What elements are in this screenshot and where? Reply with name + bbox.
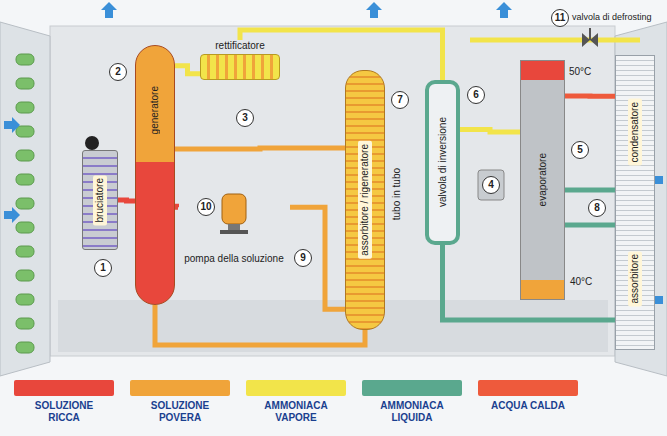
pipe-connector: [565, 94, 615, 99]
legend-swatch: [130, 380, 230, 396]
callout-number: 4: [482, 176, 500, 194]
legend-item: SOLUZIONE RICCA: [14, 380, 114, 424]
legend-text: SOLUZIONE POVERA: [140, 400, 220, 424]
legend-text: AMMONIACA LIQUIDA: [372, 400, 452, 424]
right-panel: [615, 22, 667, 376]
air-arrow: [4, 117, 20, 133]
node-text: rettificatore: [215, 40, 264, 52]
defrost-pipe: [470, 38, 640, 43]
node-text: assorbitore: [628, 251, 642, 306]
node-text: evaporatore: [537, 153, 549, 206]
callout-number: 11: [551, 9, 569, 27]
part-label: tubo in tubo: [391, 168, 403, 220]
burner-fan: [85, 136, 99, 150]
pump-base: [220, 230, 248, 234]
node-text: assorbitore / rigeneratore: [358, 141, 372, 259]
pipe-connector: [460, 130, 520, 133]
pipe-connector: [175, 66, 200, 74]
legend-item: SOLUZIONE POVERA: [130, 380, 230, 424]
left-fins: [0, 40, 50, 360]
callout-number: 10: [197, 198, 215, 216]
pipe-connector: [175, 148, 345, 149]
liquid-pipe: [565, 223, 615, 228]
reversing-valve-loop: valvola di inversione: [425, 80, 460, 245]
callout-number: 8: [588, 199, 606, 217]
pump-body: [222, 194, 246, 224]
legend-swatch: [14, 380, 114, 396]
air-arrow: [366, 2, 382, 18]
legend-text: AMMONIACA VAPORE: [256, 400, 336, 424]
node-text: valvola di inversione: [437, 117, 449, 207]
node-text: condensatore: [628, 99, 642, 166]
legend-swatch: [362, 380, 462, 396]
callout-number: 1: [94, 259, 112, 277]
pipe-connector: [118, 200, 135, 201]
legend-swatch: [246, 380, 346, 396]
burner: bruciatore: [82, 150, 118, 250]
valve-stem: [589, 28, 591, 40]
solution-pump: pompa della soluzione: [178, 188, 290, 268]
temperature-label: 40°C: [570, 276, 592, 288]
legend-text: ACQUA CALDA: [488, 400, 568, 412]
left-panel: [0, 22, 50, 376]
legend-item: AMMONIACA LIQUIDA: [362, 380, 462, 424]
node-text: pompa della soluzione: [184, 253, 284, 265]
pump-stand: [228, 224, 240, 230]
callout-number: 3: [236, 109, 254, 127]
housing: [50, 26, 615, 356]
temperature-label: 50°C: [569, 66, 591, 78]
reversing-valve-body: [478, 170, 504, 200]
callout-number: 2: [109, 63, 127, 81]
legend-item: AMMONIACA VAPORE: [246, 380, 346, 424]
legend-item: ACQUA CALDA: [478, 380, 578, 412]
legend-text: SOLUZIONE RICCA: [24, 400, 104, 424]
rectifier: rettificatore: [200, 40, 280, 92]
callout-number: 7: [391, 91, 409, 109]
legend-swatch: [478, 380, 578, 396]
air-arrow: [101, 2, 117, 18]
callout-number: 6: [467, 86, 485, 104]
node-text: bruciatore: [93, 175, 107, 225]
absorber-column: assorbitore / rigeneratore: [345, 70, 385, 330]
evaporator-column: evaporatore: [520, 60, 565, 300]
air-arrow: [496, 2, 512, 18]
generator-column: generatore: [135, 45, 175, 305]
liquid-pipe: [565, 188, 615, 193]
outdoor-coil: condensatore assorbitore: [615, 55, 655, 350]
valve-label: valvola di defrosting: [572, 12, 652, 23]
pipe-connector: [290, 207, 345, 309]
air-arrow: [4, 207, 20, 223]
callout-number: 5: [571, 141, 589, 159]
callout-number: 9: [294, 249, 312, 267]
node-text: generatore: [149, 86, 161, 134]
pipe-connector: [175, 206, 178, 207]
rectifier-coil: [200, 54, 280, 80]
